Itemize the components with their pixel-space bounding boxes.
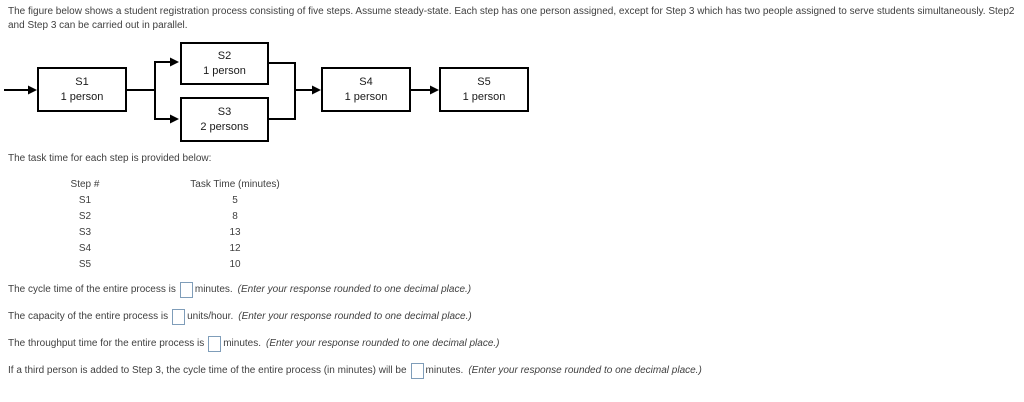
question-note: (Enter your response rounded to one deci… (468, 365, 702, 376)
question-note: (Enter your response rounded to one deci… (266, 338, 500, 349)
question-note: (Enter your response rounded to one deci… (238, 311, 472, 322)
table-row: S2 8 (30, 208, 330, 224)
question-cycle-time: The cycle time of the entire process is … (8, 276, 1018, 303)
question-capacity: The capacity of the entire process is un… (8, 303, 1018, 330)
question-unit: units/hour. (187, 311, 234, 322)
step-cell: S5 (78, 258, 92, 270)
step-box-s2: S2 1 person (180, 42, 269, 85)
step-cell: S4 (78, 242, 92, 254)
step-cell: S3 (78, 226, 92, 238)
question-unit: minutes. (425, 365, 464, 376)
answer-input-cycle-time[interactable] (179, 281, 193, 298)
step-label: S3 (217, 105, 232, 118)
column-header-step: Step # (70, 178, 100, 190)
table-row: S5 10 (30, 256, 330, 272)
step-label: S5 (477, 75, 491, 88)
question-text: The cycle time of the entire process is (8, 284, 176, 295)
answer-input-capacity[interactable] (172, 308, 186, 325)
task-table-intro: The task time for each step is provided … (8, 153, 212, 164)
step-staff: 2 persons (200, 120, 249, 133)
question-text: If a third person is added to Step 3, th… (8, 365, 407, 376)
time-cell: 12 (229, 242, 241, 254)
table-row: S1 5 (30, 192, 330, 208)
table-header-row: Step # Task Time (minutes) (30, 176, 330, 192)
answer-input-throughput-time[interactable] (208, 335, 222, 352)
question-unit: minutes. (223, 338, 262, 349)
flow-connectors (4, 57, 439, 124)
step-staff: 1 person (344, 90, 388, 103)
process-flow-diagram: S1 1 person S2 1 person S3 2 persons S4 … (0, 40, 560, 152)
question-unit: minutes. (194, 284, 233, 295)
table-row: S4 12 (30, 240, 330, 256)
step-staff: 1 person (462, 90, 506, 103)
step-label: S1 (75, 75, 89, 88)
step-cell: S2 (78, 210, 92, 222)
time-cell: 13 (229, 226, 241, 238)
table-row: S3 13 (30, 224, 330, 240)
problem-statement: The figure below shows a student registr… (8, 6, 1015, 31)
flow-arrowhead-icons (28, 57, 439, 124)
connector-lines (4, 61, 432, 120)
question-text: The throughput time for the entire proce… (8, 338, 205, 349)
question-throughput-time: The throughput time for the entire proce… (8, 330, 1018, 357)
step-box-s3: S3 2 persons (180, 97, 269, 142)
answer-input-cycle-time-third-person[interactable] (410, 362, 424, 379)
step-staff: 1 person (60, 90, 104, 103)
task-time-table: Step # Task Time (minutes) S1 5 S2 8 S3 … (30, 176, 330, 272)
time-cell: 8 (232, 210, 238, 222)
step-label: S2 (217, 49, 232, 62)
step-box-s1: S1 1 person (37, 67, 127, 112)
step-cell: S1 (78, 194, 92, 206)
step-label: S4 (359, 75, 373, 88)
column-header-task-time: Task Time (minutes) (190, 178, 280, 190)
step-staff: 1 person (203, 64, 246, 77)
questions-section: The cycle time of the entire process is … (8, 276, 1018, 384)
question-cycle-time-third-person: If a third person is added to Step 3, th… (8, 357, 1018, 384)
time-cell: 10 (229, 258, 241, 270)
step-box-s4: S4 1 person (321, 67, 411, 112)
question-note: (Enter your response rounded to one deci… (237, 284, 472, 295)
question-text: The capacity of the entire process is (8, 311, 169, 322)
time-cell: 5 (232, 194, 238, 206)
step-box-s5: S5 1 person (439, 67, 529, 112)
